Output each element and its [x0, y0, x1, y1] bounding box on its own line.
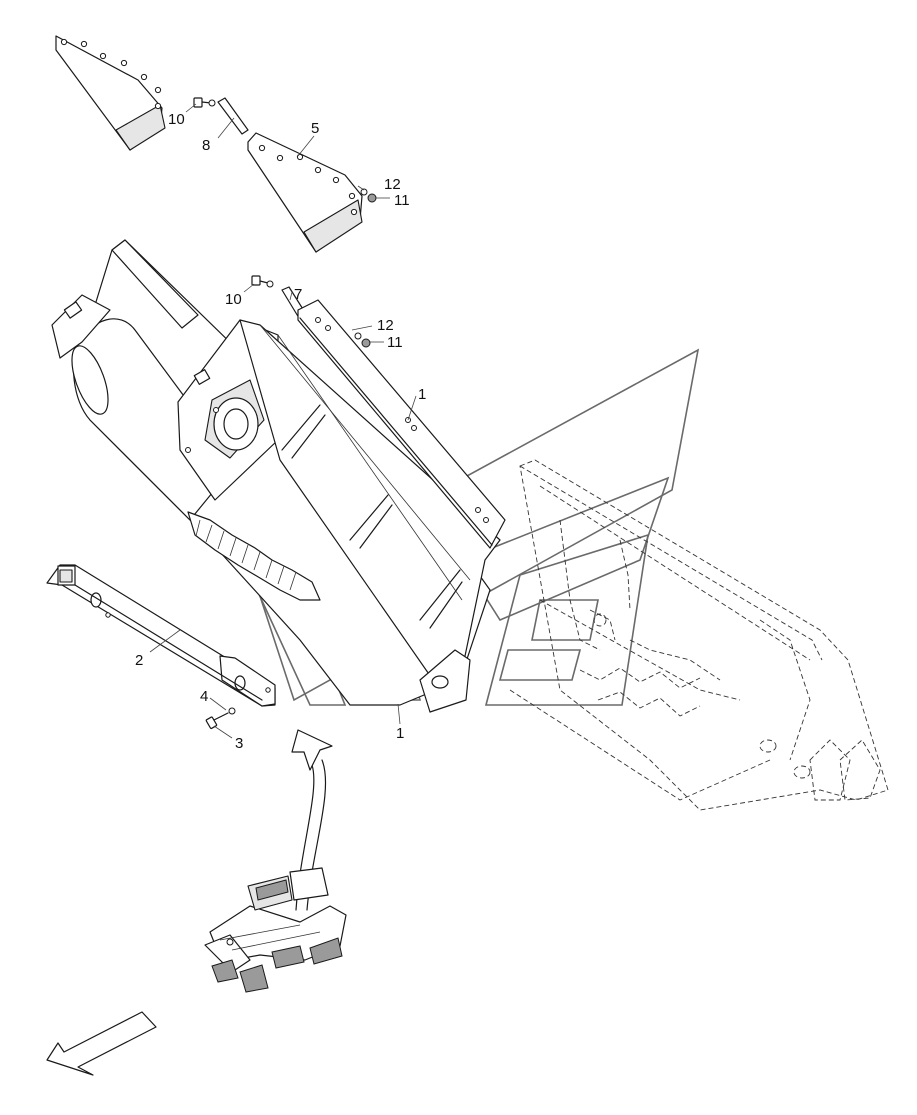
callout-8: 8: [202, 137, 210, 154]
side-plate-left-upper: [55, 35, 166, 151]
callout-7: 7: [294, 286, 302, 303]
milling-machine-thumbnail: [204, 867, 347, 993]
conveyor-assembly: [51, 239, 501, 713]
leader-lines: [149, 103, 417, 739]
bolt-10-upper: [193, 97, 216, 108]
washer-12-nut-11-upper: [360, 188, 377, 203]
side-plate-5: [247, 132, 363, 253]
direction-arrow-icon: [46, 1011, 157, 1076]
bolt-10-lower: [251, 275, 274, 288]
callout-11-lower: 11: [387, 334, 403, 351]
conveyor-chain: [187, 511, 321, 601]
callout-labels: 10 8 5 12 11 10 7 12 11 1 2 4 3 1: [135, 111, 426, 752]
callout-1-lower: 1: [396, 725, 404, 742]
callout-5: 5: [311, 120, 319, 137]
callout-12-upper: 12: [384, 176, 401, 193]
callout-2: 2: [135, 652, 143, 669]
machine-frame-dashed: [509, 459, 889, 811]
callout-11-upper: 11: [394, 192, 410, 209]
callout-1-upper: 1: [418, 386, 426, 403]
washer-12-nut-11-lower: [354, 332, 371, 348]
callout-3: 3: [235, 735, 243, 752]
bolt-3-washer-4: [205, 707, 236, 730]
strip-8: [217, 97, 249, 135]
callout-4: 4: [200, 688, 208, 705]
support-bracket-2: [46, 564, 276, 707]
callout-12-lower: 12: [377, 317, 394, 334]
wear-strip-1: [297, 299, 506, 549]
callout-10-upper: 10: [168, 111, 185, 128]
callout-10-lower: 10: [225, 291, 242, 308]
